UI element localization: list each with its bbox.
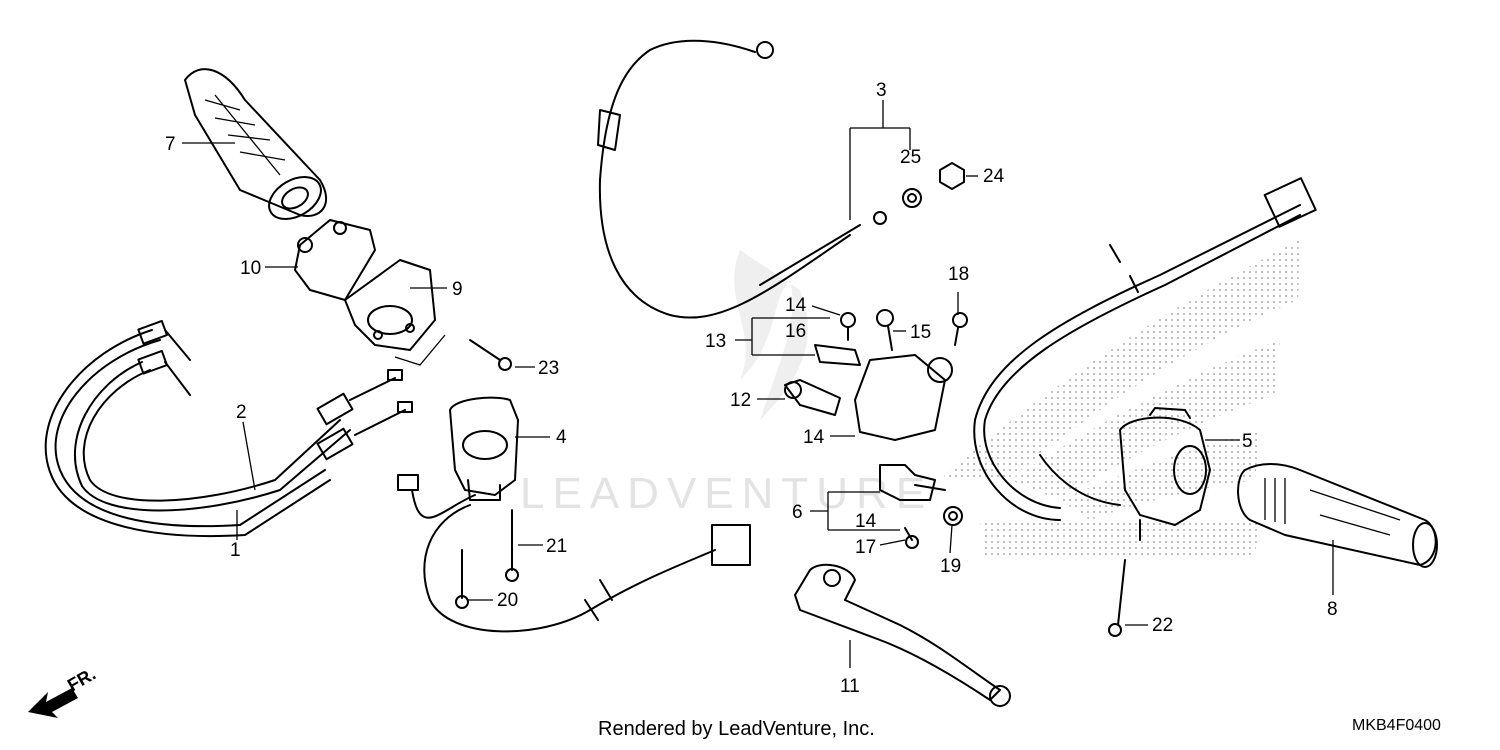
clutch-switch-part-6	[879, 464, 946, 501]
switch-housing-part-4	[449, 396, 519, 501]
callout-11: 11	[840, 676, 860, 697]
wing-watermark	[940, 240, 1300, 555]
throttle-cable-part-1	[44, 329, 331, 538]
callout-17: 17	[855, 537, 876, 558]
screw-part-17	[904, 527, 919, 549]
right-harness	[973, 177, 1317, 521]
screw-part-22	[1108, 559, 1126, 637]
callout-6: 6	[792, 502, 803, 523]
callout-13: 13	[705, 331, 726, 352]
nut-part-19	[943, 506, 963, 526]
switch-housing-part-5	[1039, 407, 1211, 541]
screw-part-20	[455, 549, 469, 609]
callout-10: 10	[240, 258, 261, 279]
cable-fittings	[137, 319, 413, 461]
watermark-text: LEADVENTURE	[520, 469, 933, 518]
throttle-cable-part-2	[73, 361, 351, 512]
clutch-lever-part-11	[794, 563, 1011, 707]
callout-19: 19	[940, 556, 961, 577]
callout-2: 2	[236, 402, 247, 423]
nut-part-25	[902, 188, 922, 208]
callout-22: 22	[1152, 615, 1173, 636]
callout-15: 15	[910, 322, 931, 343]
callout-14c: 14	[855, 511, 877, 532]
callout-1: 1	[230, 540, 241, 561]
callout-4: 4	[556, 427, 567, 448]
front-direction-marker: FR.	[28, 664, 99, 718]
callout-25: 25	[900, 147, 921, 168]
watermark-flame-logo	[734, 250, 808, 420]
screw-part-23	[469, 339, 512, 371]
throttle-housing-part-9	[344, 259, 436, 351]
throttle-housing-part-10	[294, 219, 376, 301]
callout-5: 5	[1242, 431, 1253, 452]
callout-8: 8	[1327, 599, 1338, 620]
throttle-grip-part-7	[184, 68, 327, 220]
lever-bracket-assembly	[784, 309, 968, 441]
left-grip-part-8	[1237, 463, 1438, 568]
screw-part-21	[505, 509, 519, 582]
callout-16: 16	[785, 321, 806, 342]
callout-3: 3	[876, 80, 887, 101]
callout-9: 9	[452, 279, 463, 300]
diagram-code: MKB4F0400	[1352, 717, 1441, 734]
callouts: 7 10 9 23 2 4 1 21 20 3 25 24 18 14 16 1…	[165, 80, 1338, 697]
clutch-cable-part-3	[597, 39, 887, 319]
credit-text: Rendered by LeadVenture, Inc.	[598, 718, 875, 740]
switch-harness-left	[397, 474, 751, 633]
callout-21: 21	[546, 536, 567, 557]
callout-12: 12	[730, 390, 751, 411]
nut-part-24	[939, 162, 965, 190]
callout-20: 20	[497, 590, 518, 611]
callout-7: 7	[165, 134, 176, 155]
callout-24: 24	[983, 166, 1005, 187]
callout-14a: 14	[785, 295, 807, 316]
callout-23: 23	[538, 358, 559, 379]
leader-lines	[182, 100, 1334, 668]
callout-14b: 14	[803, 427, 825, 448]
callout-18: 18	[948, 264, 969, 285]
